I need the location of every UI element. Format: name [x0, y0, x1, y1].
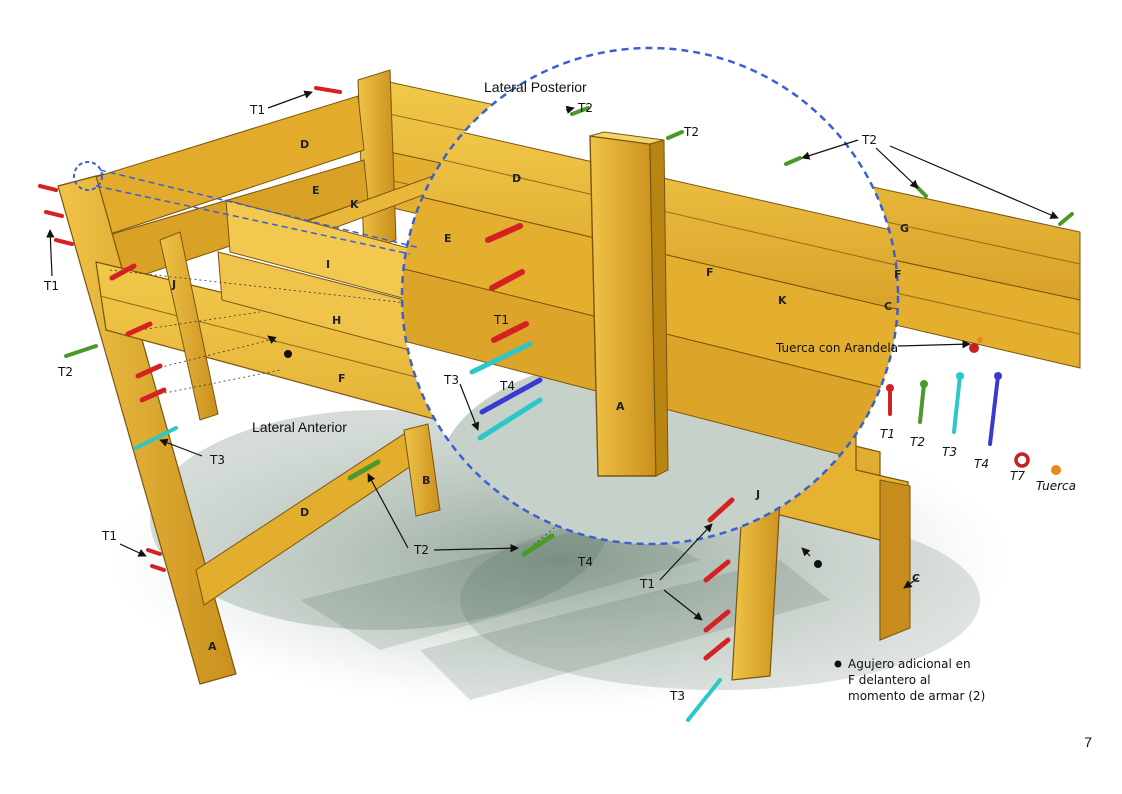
- zoom-t1-screw: [485, 223, 529, 343]
- label-t4-bottom: T4: [577, 555, 593, 569]
- svg-text:T3: T3: [942, 445, 957, 459]
- svg-text:T1: T1: [880, 427, 895, 441]
- zoom-label-t3: T3: [443, 373, 459, 387]
- part-c-front: C: [912, 572, 920, 585]
- svg-text:Tuerca: Tuerca: [1036, 479, 1076, 493]
- legend-t4: T4: [974, 372, 1002, 471]
- zoom-label-t1: T1: [493, 313, 509, 327]
- svg-text:T4: T4: [974, 457, 989, 471]
- zoom-label-t4: T4: [499, 379, 515, 393]
- legend-t3: T3: [942, 372, 964, 459]
- label-t2-left: T2: [57, 365, 73, 379]
- page-number: 7: [1084, 734, 1092, 750]
- part-g: G: [900, 222, 909, 235]
- part-k-right: K: [778, 294, 787, 307]
- part-i: I: [326, 258, 330, 271]
- note-line-1: Agujero adicional en: [848, 657, 971, 671]
- part-k-left: K: [350, 198, 359, 211]
- legend-t1: T1: [880, 384, 895, 441]
- svg-text:T7: T7: [1010, 469, 1025, 483]
- part-labels: D E K I J H F D B A D E F A G F C K J C: [171, 138, 920, 653]
- zoom-t3-bolt: [469, 341, 533, 375]
- screws: [38, 86, 1074, 722]
- part-e: E: [312, 184, 320, 197]
- end-c: [879, 479, 911, 641]
- zoom-part-d: D: [512, 172, 521, 185]
- part-j-right: J: [755, 488, 760, 501]
- note: Agujero adicional en F delantero al mome…: [834, 657, 985, 703]
- label-t1-bottom: T1: [101, 529, 117, 543]
- part-c-back: C: [884, 300, 892, 313]
- label-t1-right: T1: [639, 577, 655, 591]
- part-d-top: D: [300, 138, 309, 151]
- label-t1-top: T1: [249, 103, 265, 117]
- part-f-back: F: [894, 268, 902, 281]
- note-line-2: F delantero al: [848, 673, 931, 687]
- note-line-3: momento de armar (2): [848, 689, 985, 703]
- zoom-t3-bolt-2: [477, 397, 543, 441]
- part-j-left: J: [171, 278, 176, 291]
- part-a-left: A: [208, 640, 217, 653]
- label-t3-left: T3: [209, 453, 225, 467]
- label-nut: Tuerca con Arandela: [775, 341, 898, 355]
- label-t3-right: T3: [669, 689, 685, 703]
- title-lateral-posterior: Lateral Posterior: [484, 79, 587, 95]
- svg-text:T2: T2: [910, 435, 925, 449]
- part-h: H: [332, 314, 341, 327]
- label-t2-top-2: T2: [683, 125, 699, 139]
- legend-t7: T7: [1010, 452, 1030, 483]
- fastener-legend: T1 T2 T3 T4 T7 Tuerca: [880, 372, 1076, 493]
- label-t2-bottom: T2: [413, 543, 429, 557]
- zoom-detail: [73, 46, 900, 546]
- label-t1-left: T1: [43, 279, 59, 293]
- zoom-part-f: F: [706, 266, 714, 279]
- legend-tuerca: Tuerca: [1036, 465, 1076, 493]
- part-b: B: [422, 474, 430, 487]
- zoom-part-e: E: [444, 232, 452, 245]
- legend-t2: T2: [910, 380, 928, 449]
- label-t2-top-1: T2: [577, 101, 593, 115]
- part-d-bottom: D: [300, 506, 309, 519]
- fastener-labels: T1 T1 T2 T3 T1 T2 T4 T1 T3 T2 T2 T2 T1 T…: [43, 101, 898, 703]
- title-lateral-anterior: Lateral Anterior: [252, 419, 347, 435]
- zoom-t4-bolt: [479, 377, 543, 415]
- pointer-arrows: [46, 90, 1059, 621]
- zoom-part-a: A: [616, 400, 625, 413]
- part-f-front: F: [338, 372, 346, 385]
- label-t2-top-3: T2: [861, 133, 877, 147]
